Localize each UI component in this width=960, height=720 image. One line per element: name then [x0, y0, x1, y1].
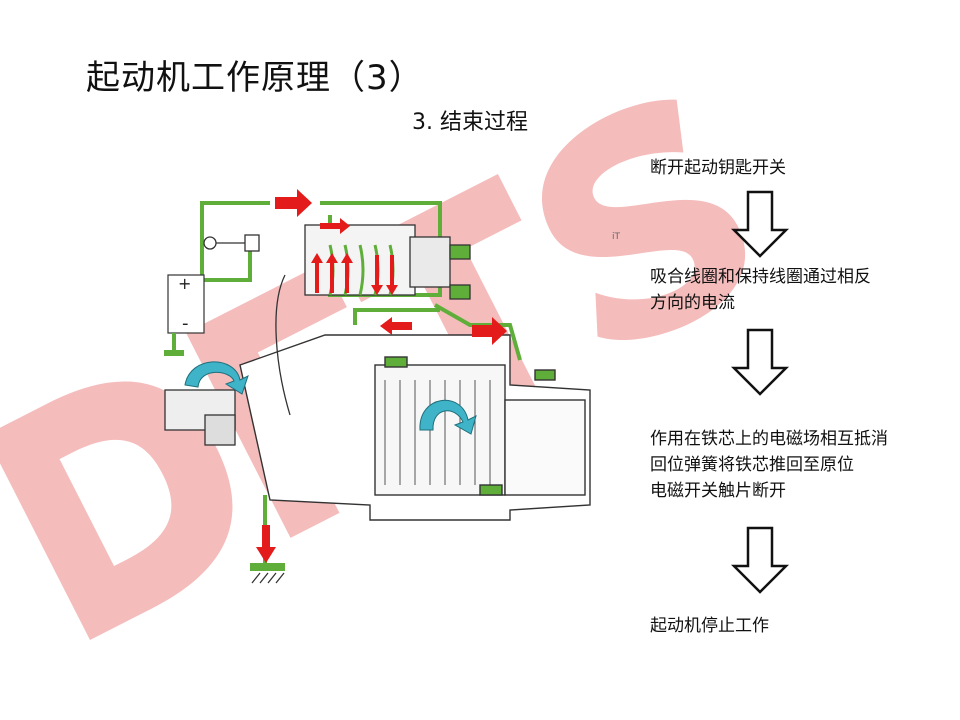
current-arrow-top	[275, 189, 312, 217]
motor-housing	[239, 334, 591, 521]
down-arrow-icon	[730, 526, 790, 594]
current-arrow-right	[472, 317, 507, 345]
page-subtitle: 3. 结束过程	[412, 110, 528, 135]
stray-mark: iT	[612, 232, 620, 242]
rotation-arrow-armature	[419, 399, 477, 435]
step-2: 吸合线圈和保持线圈通过相反 方向的电流	[650, 264, 871, 316]
ground-symbol	[250, 563, 285, 584]
battery-plus-label: +	[178, 274, 191, 293]
coil-current-arrows	[311, 253, 398, 295]
down-arrow-icon	[730, 190, 790, 258]
current-arrow-ground	[256, 525, 276, 563]
step-2-line-1: 吸合线圈和保持线圈通过相反	[650, 267, 871, 287]
step-4: 起动机停止工作	[650, 616, 769, 636]
pinion-gear	[164, 274, 291, 446]
step-3-line-1: 作用在铁芯上的电磁场相互抵消	[650, 429, 888, 449]
battery: + -	[164, 274, 205, 356]
step-3-line-3: 电磁开关触片断开	[650, 481, 786, 501]
current-arrows	[256, 189, 507, 563]
step-2-line-2: 方向的电流	[650, 293, 735, 313]
battery-minus-label: -	[182, 313, 189, 334]
down-arrow-icon	[730, 328, 790, 396]
rotation-arrows	[184, 361, 477, 435]
current-arrow-bottom-left	[380, 317, 412, 335]
step-1: 断开起动钥匙开关	[650, 158, 786, 178]
current-arrow-coil-top	[320, 218, 350, 234]
step-3-line-2: 回位弹簧将铁芯推回至原位	[650, 455, 854, 475]
page-title: 起动机工作原理（3）	[86, 58, 424, 98]
ignition-key-icon	[203, 234, 260, 252]
step-3: 作用在铁芯上的电磁场相互抵消 回位弹簧将铁芯推回至原位 电磁开关触片断开	[650, 426, 888, 504]
rotation-arrow-pinion	[184, 361, 249, 395]
starter-motor-diagram: + -	[164, 189, 591, 584]
